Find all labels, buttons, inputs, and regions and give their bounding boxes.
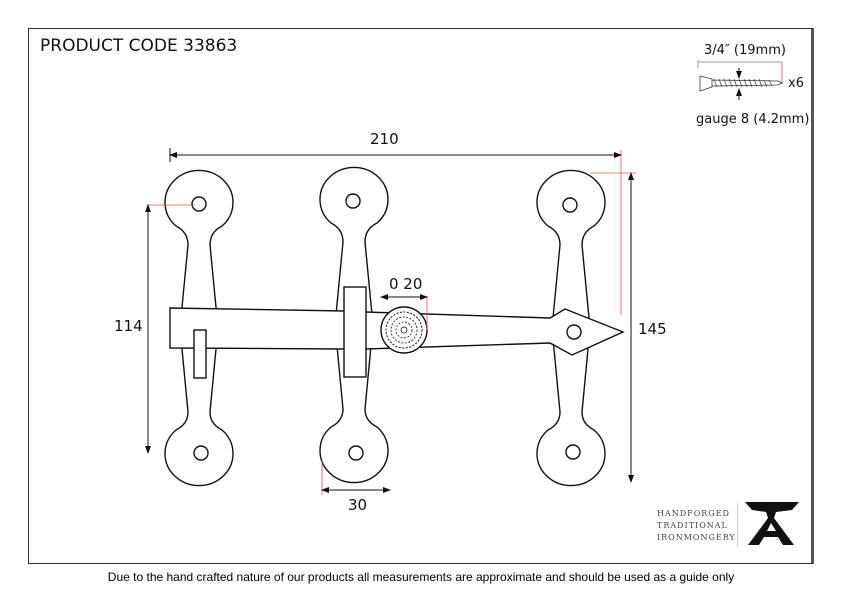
screw-holes (191, 193, 581, 461)
screw-quantity: x6 (788, 76, 804, 91)
logo-divider (737, 503, 738, 547)
knob (380, 306, 428, 354)
screw-length: 3/4″ (19mm) (704, 43, 786, 58)
bar-staple (193, 329, 207, 379)
logo-line: TRADITIONAL (657, 521, 728, 530)
logo-line: IRONMONGERY (657, 533, 736, 542)
screw-spec: 3/4″ (19mm) x6 gauge 8 (4.2mm) (696, 43, 809, 127)
latch-plates (164, 166, 625, 487)
plate-width-dimension: 30 (348, 496, 367, 514)
logo-line: HANDFORGED (657, 509, 730, 518)
keeper (343, 286, 367, 378)
screw-icon (699, 75, 783, 92)
logo-text: HANDFORGED TRADITIONAL IRONMONGERY (657, 508, 736, 544)
bar-pivot-hole (566, 324, 582, 340)
dimension-lines (145, 148, 634, 493)
knob-diameter-dimension: 0 20 (389, 275, 422, 293)
anvil-logo-icon (745, 502, 799, 545)
width-dimension: 210 (370, 130, 399, 148)
total-height-dimension: 145 (638, 320, 667, 338)
drawing-frame (28, 28, 814, 564)
product-code: PRODUCT CODE 33863 (40, 36, 238, 56)
screw-gauge: gauge 8 (4.2mm) (696, 112, 809, 127)
inner-height-dimension: 114 (114, 317, 143, 335)
disclaimer: Due to the hand crafted nature of our pr… (107, 570, 735, 584)
